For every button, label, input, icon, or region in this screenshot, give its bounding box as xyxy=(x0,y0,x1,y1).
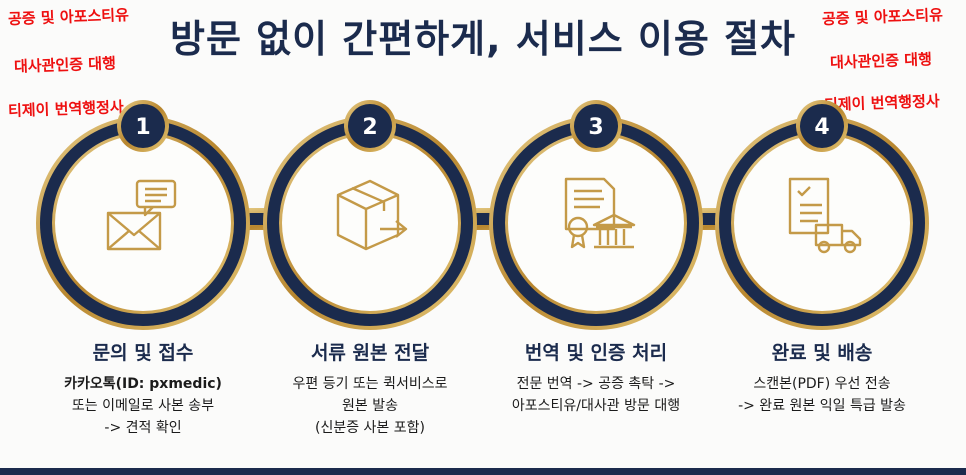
page-title: 방문 없이 간편하게, 서비스 이용 절차 xyxy=(170,17,796,61)
step-ring-4: 4 xyxy=(715,100,929,330)
step-heading: 서류 원본 전달 xyxy=(310,342,430,364)
step-number: 3 xyxy=(588,115,603,140)
step-text: -> 완료 원본 익일 특급 발송 xyxy=(738,398,906,414)
step-text: (신분증 사본 포함) xyxy=(315,420,425,436)
step-text: 또는 이메일로 사본 송부 xyxy=(71,398,215,414)
step-text: -> 견적 확인 xyxy=(104,420,182,436)
step-ring-2: 2 xyxy=(263,100,477,330)
step-heading: 완료 및 배송 xyxy=(771,342,873,364)
certificate-bank-icon xyxy=(564,177,636,249)
step-text: 스캔본(PDF) 우선 전송 xyxy=(753,376,891,392)
ring-center xyxy=(734,135,910,311)
step-number-badge xyxy=(574,104,618,148)
envelope-chat-icon xyxy=(106,179,177,251)
step-number-badge xyxy=(121,104,165,148)
step-number: 4 xyxy=(814,115,829,140)
checklist-truck-icon xyxy=(788,177,862,254)
step-ring-1: 1 xyxy=(36,100,250,330)
ring-center xyxy=(55,135,231,311)
step-text: 아포스티유/대사관 방문 대행 xyxy=(511,398,681,414)
step-number-badge xyxy=(800,104,844,148)
bottom-bar xyxy=(0,468,966,475)
step-text: 카카오톡(ID: pxmedic) xyxy=(64,376,222,392)
step-text: 우편 등기 또는 퀵서비스로 xyxy=(292,376,448,392)
step-number: 2 xyxy=(362,115,377,140)
process-graphic: 1 2 3 4 xyxy=(36,100,929,330)
step-heading: 번역 및 인증 처리 xyxy=(524,342,668,364)
ring-center xyxy=(282,135,458,311)
step-4: 완료 및 배송 스캔본(PDF) 우선 전송 -> 완료 원본 익일 특급 발송 xyxy=(709,338,935,417)
step-3: 번역 및 인증 처리 전문 번역 -> 공증 촉탁 -> 아포스티유/대사관 방… xyxy=(483,338,709,417)
step-number-badge xyxy=(348,104,392,148)
step-ring-3: 3 xyxy=(489,100,703,330)
step-text: 원본 발송 xyxy=(342,398,398,414)
box-arrow-icon xyxy=(336,179,408,251)
step-text: 전문 번역 -> 공증 촉탁 -> xyxy=(516,376,676,392)
step-1: 문의 및 접수 카카오톡(ID: pxmedic) 또는 이메일로 사본 송부 … xyxy=(30,338,256,439)
step-number: 1 xyxy=(135,115,150,140)
step-2: 서류 원본 전달 우편 등기 또는 퀵서비스로 원본 발송 (신분증 사본 포함… xyxy=(257,338,483,439)
step-heading: 문의 및 접수 xyxy=(92,342,194,364)
